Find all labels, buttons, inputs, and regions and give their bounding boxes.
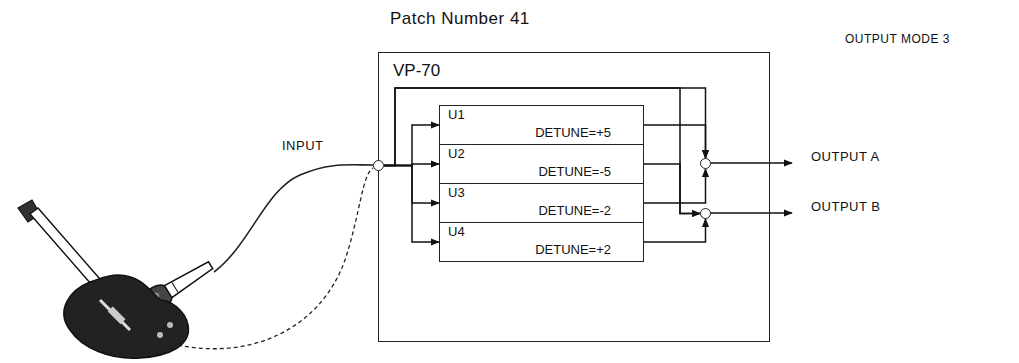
detune-value: DETUNE=-2 bbox=[538, 204, 611, 219]
signal-line bbox=[384, 125, 439, 166]
unit-name: U1 bbox=[448, 108, 465, 123]
detune-value: DETUNE=+5 bbox=[535, 126, 611, 141]
output-arrow bbox=[710, 212, 792, 214]
signal-line bbox=[384, 166, 439, 243]
device-name: VP-70 bbox=[393, 61, 440, 81]
jack-label: INPUT bbox=[282, 139, 324, 154]
output-jack: OUTPUT B bbox=[700, 208, 711, 219]
voice-unit: U2DETUNE=-5 bbox=[439, 144, 644, 184]
unit-name: U3 bbox=[448, 186, 465, 201]
unit-name: U2 bbox=[448, 147, 465, 162]
guitar bbox=[18, 200, 188, 358]
guitar-cable bbox=[178, 168, 373, 349]
detune-value: DETUNE=+2 bbox=[535, 243, 611, 258]
output-jack: OUTPUT A bbox=[700, 158, 711, 169]
jack-label: OUTPUT A bbox=[811, 150, 880, 165]
detune-value: DETUNE=-5 bbox=[538, 165, 611, 180]
signal-line bbox=[644, 219, 706, 242]
input-jack: INPUT bbox=[373, 160, 384, 171]
jack-label: OUTPUT B bbox=[811, 200, 881, 215]
title: Patch Number 41 bbox=[390, 9, 530, 29]
device-box: VP-70U1DETUNE=+5U2DETUNE=-5U3DETUNE=-2U4… bbox=[378, 52, 770, 342]
mode-label: OUTPUT MODE 3 bbox=[845, 32, 950, 46]
output-arrow bbox=[710, 162, 792, 164]
voice-unit: U4DETUNE=+2 bbox=[439, 222, 644, 262]
voice-unit: U3DETUNE=-2 bbox=[439, 183, 644, 223]
voice-unit: U1DETUNE=+5 bbox=[439, 105, 644, 145]
signal-line bbox=[644, 164, 700, 214]
signal-line bbox=[644, 125, 706, 158]
signal-line bbox=[644, 169, 706, 203]
unit-name: U4 bbox=[448, 225, 465, 240]
mic-cable bbox=[214, 165, 373, 272]
